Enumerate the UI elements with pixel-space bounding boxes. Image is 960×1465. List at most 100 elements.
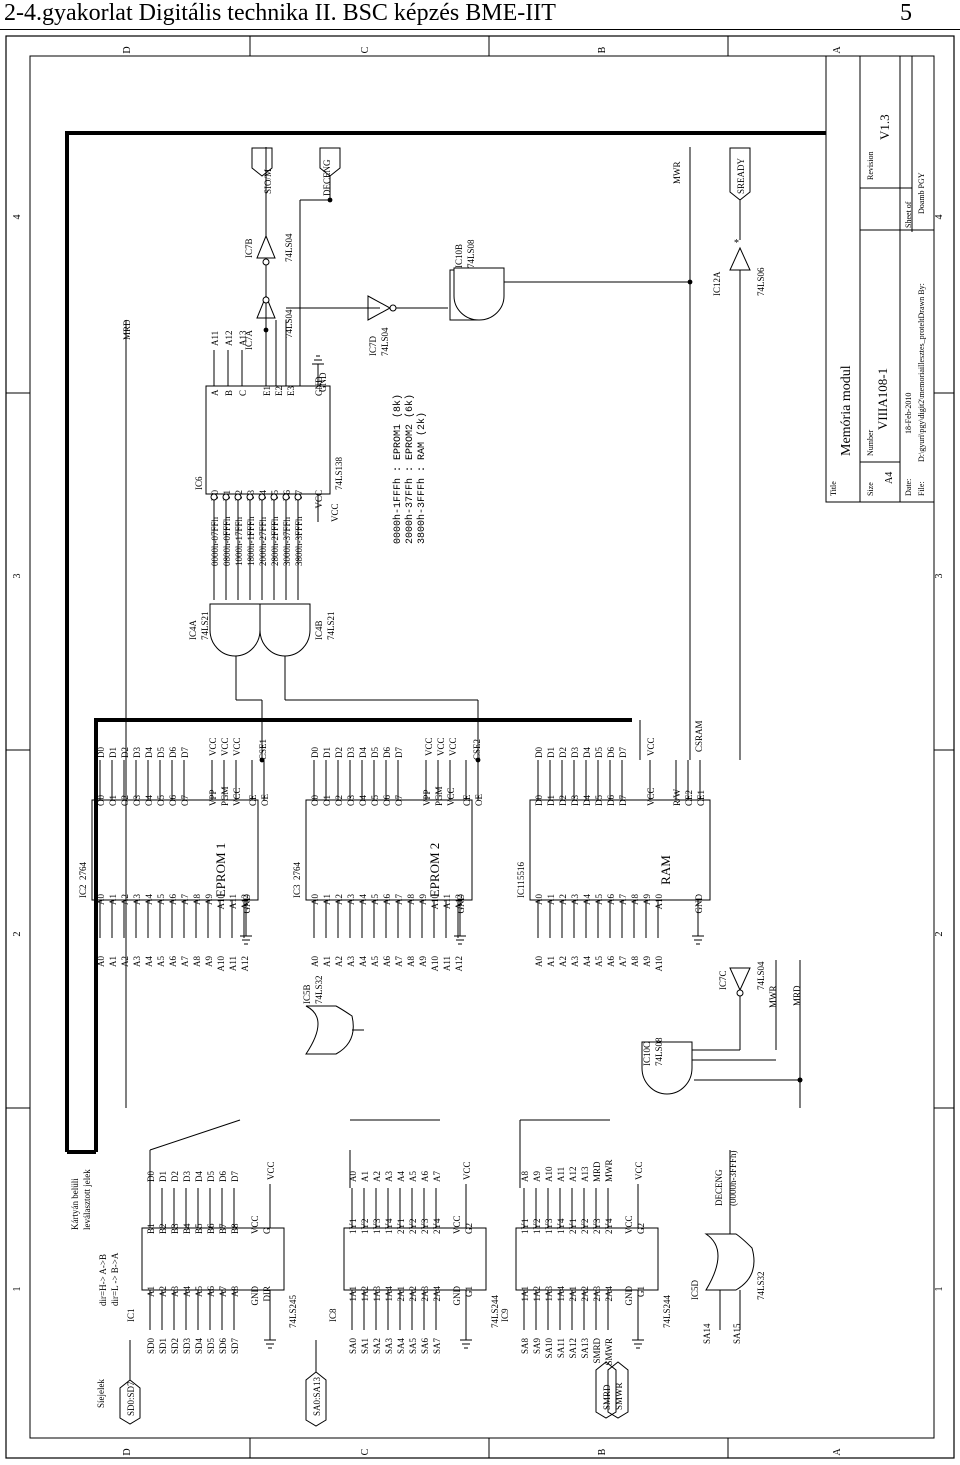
- pin-label: A2: [120, 894, 130, 905]
- pin-label: A1: [108, 894, 118, 905]
- chip-type: 74LS04: [756, 961, 766, 990]
- pin-label: A7: [218, 1286, 228, 1297]
- net-label: SD2: [170, 1338, 180, 1354]
- net-label: SD0: [146, 1338, 156, 1355]
- net-label: SA9: [532, 1338, 542, 1355]
- ctrl-label: CE: [462, 794, 472, 806]
- addr-net-label: A3: [346, 956, 356, 967]
- port-deceng: [319, 147, 341, 177]
- signal-sa14: SA14: [702, 1323, 712, 1344]
- pin-label: D0: [534, 795, 544, 806]
- drawn-by-value: Doamb PGY: [917, 172, 926, 214]
- junction-dot: [475, 757, 481, 763]
- chip-name: IC6: [194, 476, 204, 490]
- inversion-bubble: [270, 493, 278, 501]
- pin-label: A1: [546, 894, 556, 905]
- pin-label: 1Y3: [544, 1218, 554, 1234]
- signal-deceng-out: DECENG: [714, 1169, 724, 1206]
- addr-net-label: A6: [606, 956, 616, 967]
- vcc-label: VCC: [220, 737, 230, 756]
- decoder-range: 2800h-2FFFh: [270, 516, 280, 566]
- pin-label: O7: [180, 795, 190, 806]
- signal-group-label: Síejelek: [96, 1379, 106, 1408]
- number-label: Number: [866, 429, 875, 456]
- net-label: D6: [218, 1171, 228, 1182]
- data-net-label: D1: [322, 747, 332, 758]
- data-net-label: D0: [96, 747, 106, 758]
- pin-label: B: [224, 390, 234, 396]
- pin-label: 1A4: [556, 1286, 566, 1302]
- addr-net-label: A4: [358, 956, 368, 967]
- pin-label: O5: [156, 795, 166, 806]
- data-net-label: D2: [558, 747, 568, 758]
- thick-bus-top: [65, 131, 826, 1152]
- pin-label: O0: [310, 795, 320, 806]
- chip-type: 74LS04: [380, 327, 390, 356]
- addr-net-label: A3: [570, 956, 580, 967]
- addr-net-label: A9: [204, 956, 214, 967]
- net-label: SA0: [348, 1338, 358, 1355]
- addr-net-label: A9: [418, 956, 428, 967]
- pin-label: A0: [534, 894, 544, 905]
- net-label: D2: [170, 1171, 180, 1182]
- oc-mark: *: [734, 238, 739, 249]
- pin-label: A8: [630, 894, 640, 905]
- pin-label: B2: [158, 1223, 168, 1234]
- pin-label: 2A2: [580, 1286, 590, 1302]
- net-label: SA7: [432, 1338, 442, 1355]
- port-smwr: [607, 1361, 629, 1419]
- pin-label: A3: [132, 894, 142, 905]
- net-label: MWR: [604, 1160, 614, 1183]
- pin-label: A3: [570, 894, 580, 905]
- ctrl-label: VCC: [452, 1215, 462, 1234]
- pin-label: O4: [358, 795, 368, 806]
- file-value: D:\gyuri\pgy\digit2\memoriaillesztes_pro…: [917, 283, 926, 462]
- net-label: SMWR: [604, 1338, 614, 1366]
- chip-type: 74LS06: [756, 267, 766, 296]
- net-label: SA3: [384, 1338, 394, 1355]
- chip-name: IC10B: [454, 244, 464, 268]
- ctrl-label: G1: [636, 1286, 646, 1297]
- chip-type: 74LS245: [288, 1294, 298, 1328]
- pin-label: 1A3: [544, 1286, 554, 1302]
- pin-label: 2Y4: [604, 1218, 614, 1234]
- chip-ram: [529, 799, 711, 901]
- net-label: MRD: [592, 1161, 602, 1182]
- inversion-bubble: [234, 493, 242, 501]
- vcc-label: VCC: [462, 1161, 472, 1180]
- chip-eprom1: [91, 799, 259, 901]
- pin-label: A5: [594, 894, 604, 905]
- pin-label: A12: [240, 894, 250, 910]
- addr-net-label: A5: [370, 956, 380, 967]
- frame-col-label: 2: [934, 932, 945, 937]
- data-net-label: D2: [120, 747, 130, 758]
- pin-label: A4: [182, 1286, 192, 1297]
- chip-title: EPROM 1: [213, 843, 228, 898]
- vcc-label: VCC: [232, 737, 242, 756]
- pin-label: A2: [334, 894, 344, 905]
- page-header: 2-4.gyakorlat Digitális technika II. BSC…: [0, 0, 960, 30]
- pin-label: A9: [204, 894, 214, 905]
- ctrl-label: VCC: [232, 787, 242, 806]
- data-net-label: D3: [132, 747, 142, 758]
- frame-row-label: B: [597, 1448, 608, 1455]
- inversion-bubble: [736, 989, 744, 997]
- addr-net-label: A4: [582, 956, 592, 967]
- sheet-label: Sheet of: [904, 201, 913, 228]
- addr-net-label: A6: [168, 956, 178, 967]
- chip-name: IC12A: [712, 271, 722, 296]
- and-ic10c: [641, 1041, 693, 1095]
- chip-name: IC9: [500, 1308, 510, 1322]
- addr-net-label: A10: [216, 956, 226, 972]
- frame-col-label: 1: [934, 1287, 945, 1292]
- frame-inner: [29, 55, 935, 1439]
- vcc-label: VCC: [634, 1161, 644, 1180]
- chip-type: 74LS32: [314, 975, 324, 1004]
- inversion-bubble: [262, 296, 270, 304]
- inverter-ic7c: [729, 967, 751, 992]
- pin-label: A6: [606, 894, 616, 905]
- addr-net-label: A11: [442, 956, 452, 971]
- signal-deceng: DECENG: [322, 159, 332, 196]
- vcc-label: VCC: [208, 737, 218, 756]
- addr-net-label: A2: [558, 956, 568, 967]
